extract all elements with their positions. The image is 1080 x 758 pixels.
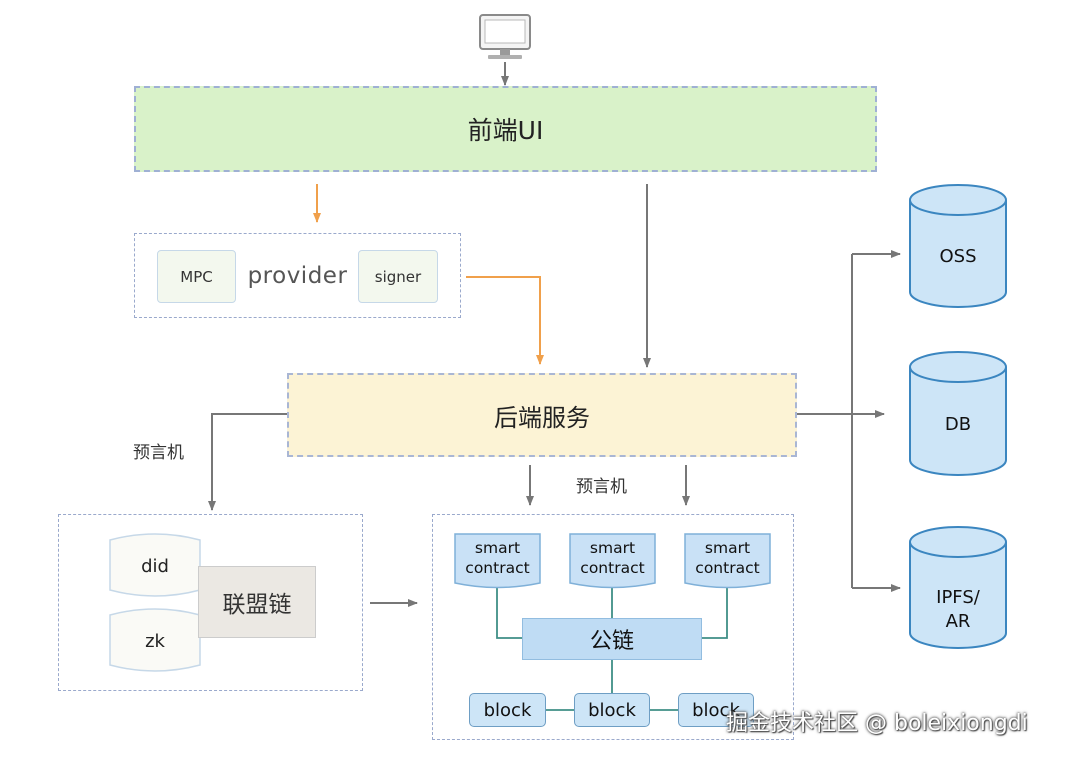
block-label: block <box>692 699 740 721</box>
provider-group <box>134 233 461 318</box>
block-label: block <box>483 699 532 721</box>
block-node: block <box>678 693 754 727</box>
backend-service-box: 后端服务 <box>287 373 797 457</box>
smart-contract-label: smart contract <box>695 539 760 577</box>
public-chain-connectors <box>496 584 728 711</box>
backend-service-label: 后端服务 <box>494 403 590 432</box>
arrows-backend-to-storage <box>797 250 901 592</box>
signer-card: signer <box>358 250 438 303</box>
frontend-ui-box: 前端UI <box>134 86 877 172</box>
frontend-ui-label: 前端UI <box>467 116 544 145</box>
consortium-chain-label: 联盟链 <box>222 592 292 618</box>
oss-cylinder-shape <box>909 184 1007 308</box>
block-node: block <box>574 693 650 727</box>
block-node: block <box>469 693 546 727</box>
mpc-card: MPC <box>157 250 236 303</box>
db-storage-label: DB <box>944 414 972 435</box>
smart-contract-shape <box>684 533 771 589</box>
arrow-signer-to-backend <box>466 276 544 365</box>
public-chain-label: 公链 <box>589 629 634 654</box>
monitor-icon <box>479 14 531 59</box>
watermark: 掘金技术社区 @ boleixiongdi <box>726 711 1028 736</box>
public-chain-box: 公链 <box>522 618 702 660</box>
db-cylinder-shape <box>909 351 1007 476</box>
signer-label: signer <box>374 267 422 286</box>
mpc-label: MPC <box>180 267 213 286</box>
smart-contract-label: smart contract <box>580 539 645 577</box>
oss-storage-label: OSS <box>939 246 977 267</box>
zk-document-shape <box>109 608 201 672</box>
public-chain-group <box>432 514 794 740</box>
smart-contract-shape <box>569 533 656 589</box>
oracle-label-center: 预言机 <box>576 477 627 497</box>
ipfs-ar-storage-label: IPFS/ AR <box>936 587 980 632</box>
ipfs-cylinder-shape <box>909 526 1007 649</box>
smart-contract-label: smart contract <box>465 539 530 577</box>
consortium-chain-group <box>58 514 363 691</box>
did-label: did <box>141 555 169 577</box>
oracle-label-left: 预言机 <box>133 443 184 463</box>
block-label: block <box>588 699 636 721</box>
consortium-chain-box: 联盟链 <box>198 566 316 638</box>
smart-contract-shape <box>454 533 541 589</box>
arrow-backend-to-consortium <box>208 413 287 511</box>
provider-label: provider <box>247 263 348 289</box>
zk-label: zk <box>145 630 165 652</box>
